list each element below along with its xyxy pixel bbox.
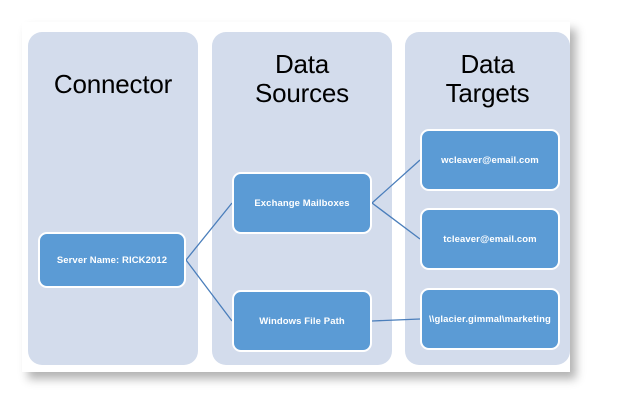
node-server-name[interactable]: Server Name: RICK2012	[38, 232, 186, 288]
node-target-marketing-share[interactable]: \\glacier.gimmal\marketing	[420, 288, 560, 350]
node-windows-file-path[interactable]: Windows File Path	[232, 290, 372, 352]
panel-data-targets-heading: Data Targets	[445, 49, 530, 109]
node-target-tcleaver-email[interactable]: tcleaver@email.com	[420, 208, 560, 270]
panel-connector-heading: Connector	[53, 69, 173, 99]
node-target-wcleaver-email[interactable]: wcleaver@email.com	[420, 129, 560, 191]
node-exchange-mailboxes[interactable]: Exchange Mailboxes	[232, 172, 372, 234]
panel-data-sources-heading: Data Sources	[255, 49, 349, 109]
panel-connector: Connector	[28, 32, 198, 365]
